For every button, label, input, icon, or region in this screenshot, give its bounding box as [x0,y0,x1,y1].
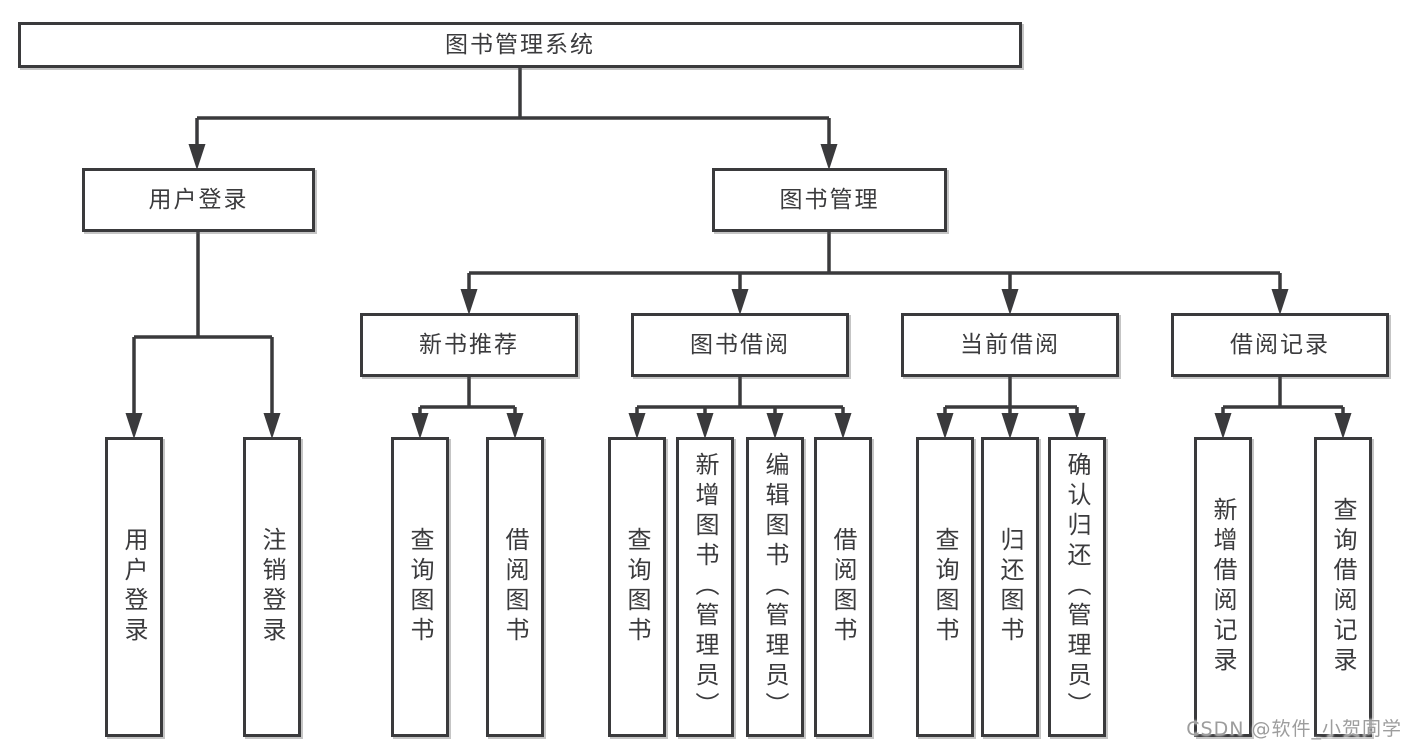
leaf-user-login-label: 用户登录 [120,527,148,647]
node-borrow-records: 借阅记录 [1171,313,1389,377]
leaf-newbooks-query: 查询图书 [391,437,449,737]
node-book-borrowing-label: 图书借阅 [690,331,790,358]
node-borrow-records-label: 借阅记录 [1230,331,1330,358]
node-new-books: 新书推荐 [360,313,578,377]
node-book-management-label: 图书管理 [779,186,880,213]
leaf-logout-label: 注销登录 [258,527,286,647]
leaf-current-return-label: 归还图书 [996,527,1024,647]
node-new-books-label: 新书推荐 [419,331,519,358]
leaf-user-login: 用户登录 [105,437,163,737]
leaf-current-query-label: 查询图书 [931,527,959,647]
node-current-borrowing-label: 当前借阅 [960,331,1060,358]
node-root: 图书管理系统 [18,22,1022,68]
node-book-borrowing: 图书借阅 [631,313,849,377]
leaf-current-return: 归还图书 [981,437,1039,737]
leaf-borrow-edit-label: 编辑图书（管理员） [761,452,789,722]
leaf-borrow-borrow-label: 借阅图书 [829,527,857,647]
leaf-newbooks-borrow-label: 借阅图书 [501,527,529,647]
leaf-records-add-label: 新增借阅记录 [1209,497,1237,677]
leaf-borrow-add: 新增图书（管理员） [676,437,734,737]
node-user-login-label: 用户登录 [148,186,249,213]
leaf-current-confirm: 确认归还（管理员） [1048,437,1106,737]
leaf-borrow-borrow: 借阅图书 [814,437,872,737]
node-user-login: 用户登录 [82,168,315,232]
leaf-records-query: 查询借阅记录 [1314,437,1372,737]
leaf-newbooks-borrow: 借阅图书 [486,437,544,737]
leaf-records-add: 新增借阅记录 [1194,437,1252,737]
leaf-borrow-add-label: 新增图书（管理员） [691,452,719,722]
leaf-borrow-query-label: 查询图书 [623,527,651,647]
node-current-borrowing: 当前借阅 [901,313,1119,377]
leaf-borrow-query: 查询图书 [608,437,666,737]
leaf-current-confirm-label: 确认归还（管理员） [1063,452,1091,722]
leaf-borrow-edit: 编辑图书（管理员） [746,437,804,737]
leaf-newbooks-query-label: 查询图书 [406,527,434,647]
leaf-logout: 注销登录 [243,437,301,737]
leaf-current-query: 查询图书 [916,437,974,737]
node-root-label: 图书管理系统 [445,31,595,58]
csdn-watermark: CSDN @软件_小贺同学 [1186,718,1402,740]
leaf-records-query-label: 查询借阅记录 [1329,497,1357,677]
node-book-management: 图书管理 [712,168,947,232]
